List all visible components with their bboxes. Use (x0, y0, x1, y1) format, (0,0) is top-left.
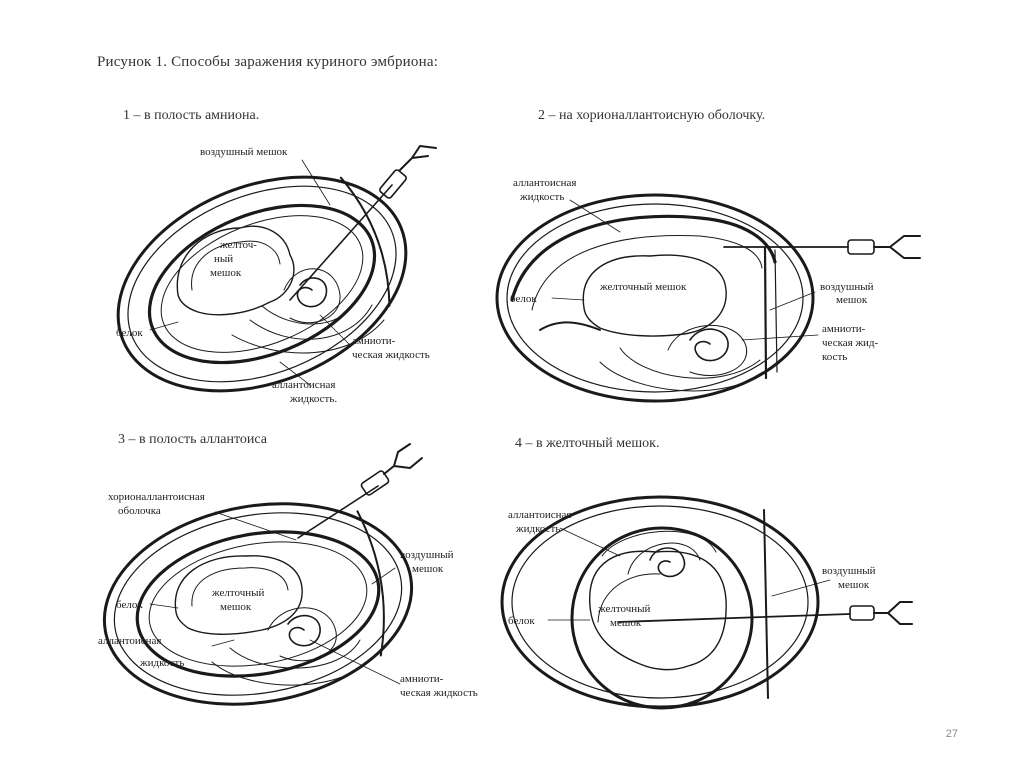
panel-3-egg (102, 502, 414, 706)
panel-2-title: 2 – на хорионаллантоисную оболочку. (538, 108, 766, 123)
syringe-1 (289, 145, 437, 301)
p2-label-yolk: желточный мешок (599, 281, 687, 293)
p2-label-albumen: белок (510, 293, 537, 305)
p2-label-amniotic-2: ческая жид- (822, 337, 879, 349)
p3-label-amniotic-1: амниоти- (400, 673, 444, 685)
p3-label-allantoic-2: жидкость (139, 657, 184, 669)
syringe-2 (723, 235, 921, 259)
p2-label-air-sac-1: воздушный (820, 281, 874, 293)
p4-label-albumen: белок (508, 615, 535, 627)
p1-label-allantoic-1: аллантоисная (272, 379, 336, 391)
p3-label-albumen: белок (116, 599, 143, 611)
p4-label-allantoic-2: жидкость (515, 523, 560, 535)
p3-label-air-sac-2: мешок (412, 563, 444, 575)
panel-2-egg (495, 193, 815, 403)
p4-label-yolk-2: мешок (610, 617, 642, 629)
p2-label-amniotic-3: кость (822, 351, 847, 363)
p1-label-amniotic-1: амниоти- (352, 335, 396, 347)
panel-4-title: 4 – в желточный мешок. (515, 436, 660, 451)
p3-label-chorion-1: хорионаллантоисная (108, 491, 205, 503)
p3-label-allantoic-1: аллантоисная (98, 635, 162, 647)
p2-label-allantoic-1: аллантоисная (513, 177, 577, 189)
p1-label-air-sac: воздушный мешок (200, 146, 288, 158)
syringe-4 (617, 601, 913, 625)
p1-label-allantoic-2: жидкость. (289, 393, 337, 405)
p4-label-air-sac-2: мешок (838, 579, 870, 591)
panel-1-title: 1 – в полость амниона. (123, 108, 260, 123)
p4-label-yolk-1: желточный (597, 603, 651, 615)
p4-label-air-sac-1: воздушный (822, 565, 876, 577)
p2-label-air-sac-2: мешок (836, 294, 868, 306)
syringe-3 (297, 443, 423, 539)
p1-label-yolk-2: ный (214, 253, 233, 265)
panel-3-title: 3 – в полость аллантоиса (118, 432, 268, 447)
p3-label-yolk-2: мешок (220, 601, 252, 613)
p2-label-amniotic-1: амниоти- (822, 323, 866, 335)
p3-label-air-sac-1: воздушный (400, 549, 454, 561)
page-number: 27 (945, 728, 958, 740)
p3-label-yolk-1: желточный (211, 587, 265, 599)
p1-label-amniotic-2: ческая жидкость (352, 349, 430, 361)
p1-label-albumen: белок (116, 327, 143, 339)
panel-4-egg (500, 495, 820, 710)
p1-label-yolk-3: мешок (210, 267, 242, 279)
p3-label-chorion-2: оболочка (118, 505, 161, 517)
p3-label-amniotic-2: ческая жидкость (400, 687, 478, 699)
p4-label-allantoic-1: аллантоисная (508, 509, 572, 521)
panel-1-egg (116, 175, 408, 393)
p1-label-yolk-1: желточ- (219, 239, 257, 251)
figure-title: Рисунок 1. Способы заражения куриного эм… (97, 54, 439, 70)
p2-label-allantoic-2: жидкость (519, 191, 564, 203)
